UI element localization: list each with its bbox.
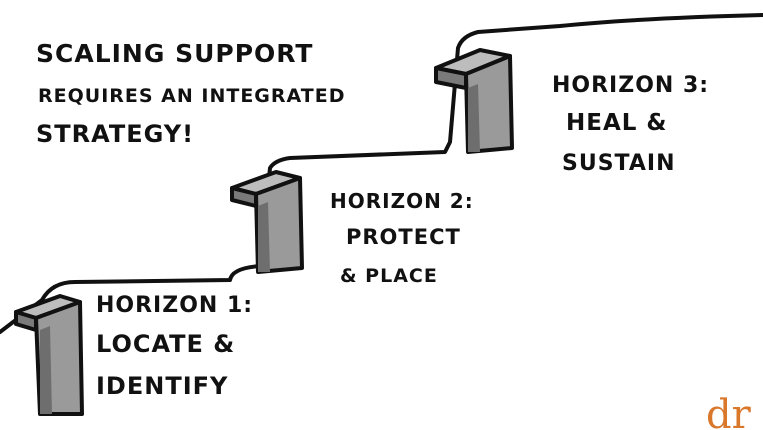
step-3-line-2: SUSTAIN xyxy=(562,151,675,176)
step-3-line-1: HEAL & xyxy=(566,110,667,136)
step-1-title: HORIZON 1: xyxy=(96,293,253,318)
step-2-line-1: PROTECT xyxy=(346,225,461,249)
heading-line-3: STRATEGY! xyxy=(36,120,194,148)
heading: SCALING SUPPORT REQUIRES AN INTEGRATED S… xyxy=(36,39,345,148)
pillar-3 xyxy=(434,48,514,154)
step-horizon-2: HORIZON 2: PROTECT & PLACE xyxy=(330,189,474,287)
step-horizon-3: HORIZON 3: HEAL & SUSTAIN xyxy=(552,73,709,176)
step-3-title: HORIZON 3: xyxy=(552,73,709,98)
brand-logo: dr xyxy=(706,392,752,430)
step-1-line-2: IDENTIFY xyxy=(96,372,228,400)
step-2-line-2: & PLACE xyxy=(340,265,438,287)
step-1-line-1: LOCATE & xyxy=(96,330,235,358)
heading-line-2: REQUIRES AN INTEGRATED xyxy=(38,85,345,107)
heading-line-1: SCALING SUPPORT xyxy=(36,39,313,68)
step-horizon-1: HORIZON 1: LOCATE & IDENTIFY xyxy=(96,293,253,400)
pillar-1 xyxy=(14,294,84,416)
pillar-2 xyxy=(230,170,304,274)
step-2-title: HORIZON 2: xyxy=(330,189,474,213)
staircase-line xyxy=(0,13,763,334)
